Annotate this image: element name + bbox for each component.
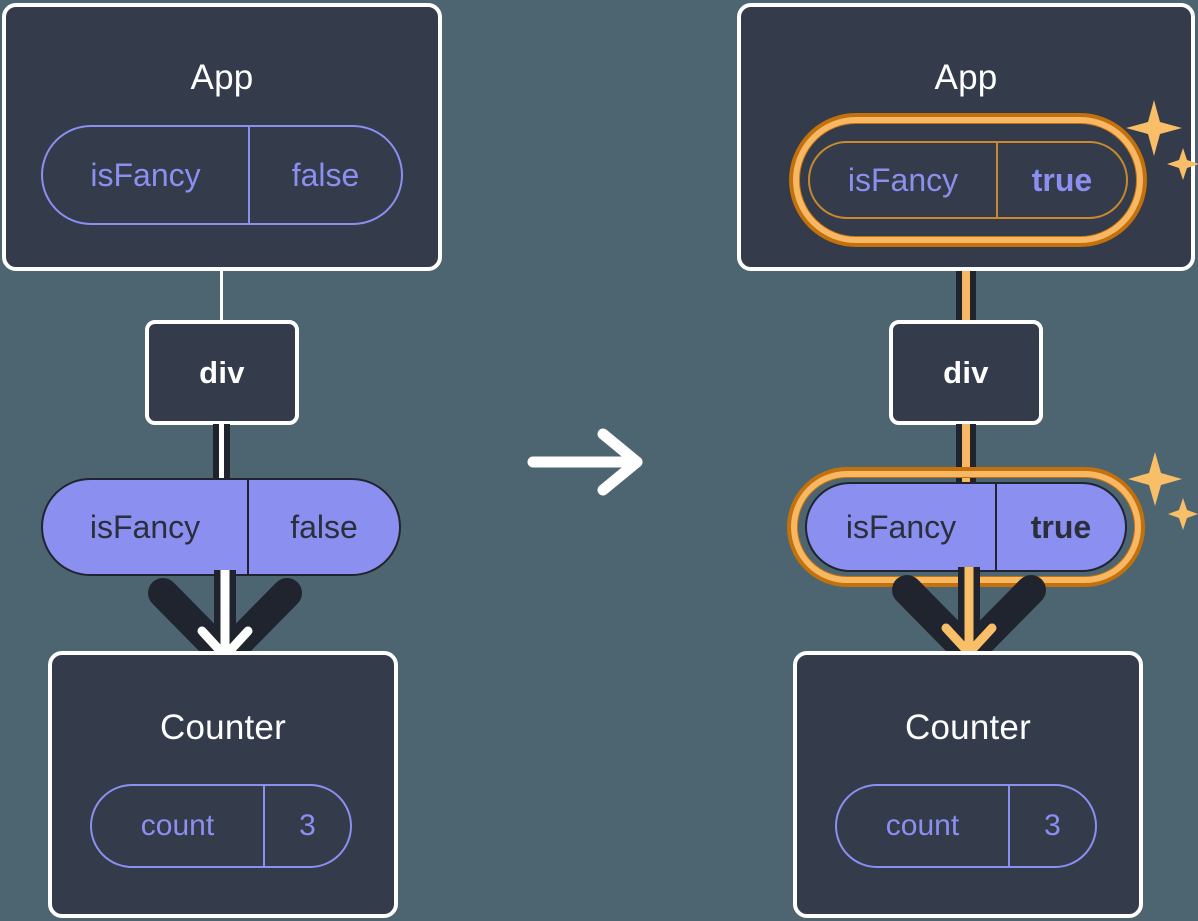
rendered-state-key-after: isFancy: [845, 508, 957, 545]
transition-right-arrow-icon: [527, 428, 643, 496]
highlight-ring-outer: [789, 113, 1147, 247]
counter-state-value-before: 3: [263, 786, 350, 866]
app-node-after: App: [737, 3, 1195, 271]
connector-div-to-pill-after-core: [962, 424, 970, 488]
app-title-before: App: [190, 58, 254, 97]
counter-state-key-after: count: [885, 809, 960, 842]
counter-state-key-before: count: [140, 809, 215, 842]
rendered-state-key-before: isFancy: [89, 508, 201, 545]
sparkles-icon-app-after: [1126, 100, 1198, 180]
app-state-pill-after: isFancy true: [808, 141, 1128, 219]
div-node-before[interactable]: div: [145, 320, 299, 425]
app-title-after: App: [934, 58, 998, 97]
highlight-ring-inner: [793, 117, 1143, 243]
counter-title-before: Counter: [160, 708, 286, 747]
app-state-key-before: isFancy: [90, 156, 201, 193]
connector-div-to-pill-before-core: [219, 424, 224, 488]
div-node-label-before: div: [199, 354, 245, 390]
rendered-state-value-after: true: [995, 484, 1125, 570]
app-state-pill-highlight-ring-after: [789, 113, 1147, 247]
app-state-key-after: isFancy: [847, 161, 959, 198]
rendered-state-pill-before: isFancy false: [41, 478, 401, 576]
rendered-state-pill-after: isFancy true: [805, 482, 1127, 572]
rendered-state-value-before: false: [247, 480, 399, 574]
app-state-pill-before: isFancy false: [41, 125, 403, 225]
sparkles-icon-rendered-after: [1128, 452, 1198, 530]
counter-state-pill-after: count 3: [835, 784, 1097, 868]
counter-state-value-after: 3: [1008, 786, 1095, 866]
app-state-value-before: false: [248, 127, 401, 223]
div-node-label-after: div: [943, 354, 989, 390]
counter-state-pill-before: count 3: [90, 784, 352, 868]
div-node-after[interactable]: div: [889, 320, 1043, 425]
counter-title-after: Counter: [905, 708, 1031, 747]
connector-app-to-div-before: [220, 268, 223, 322]
app-state-value-after: true: [996, 143, 1126, 217]
connector-app-to-div-after-core: [962, 228, 970, 326]
